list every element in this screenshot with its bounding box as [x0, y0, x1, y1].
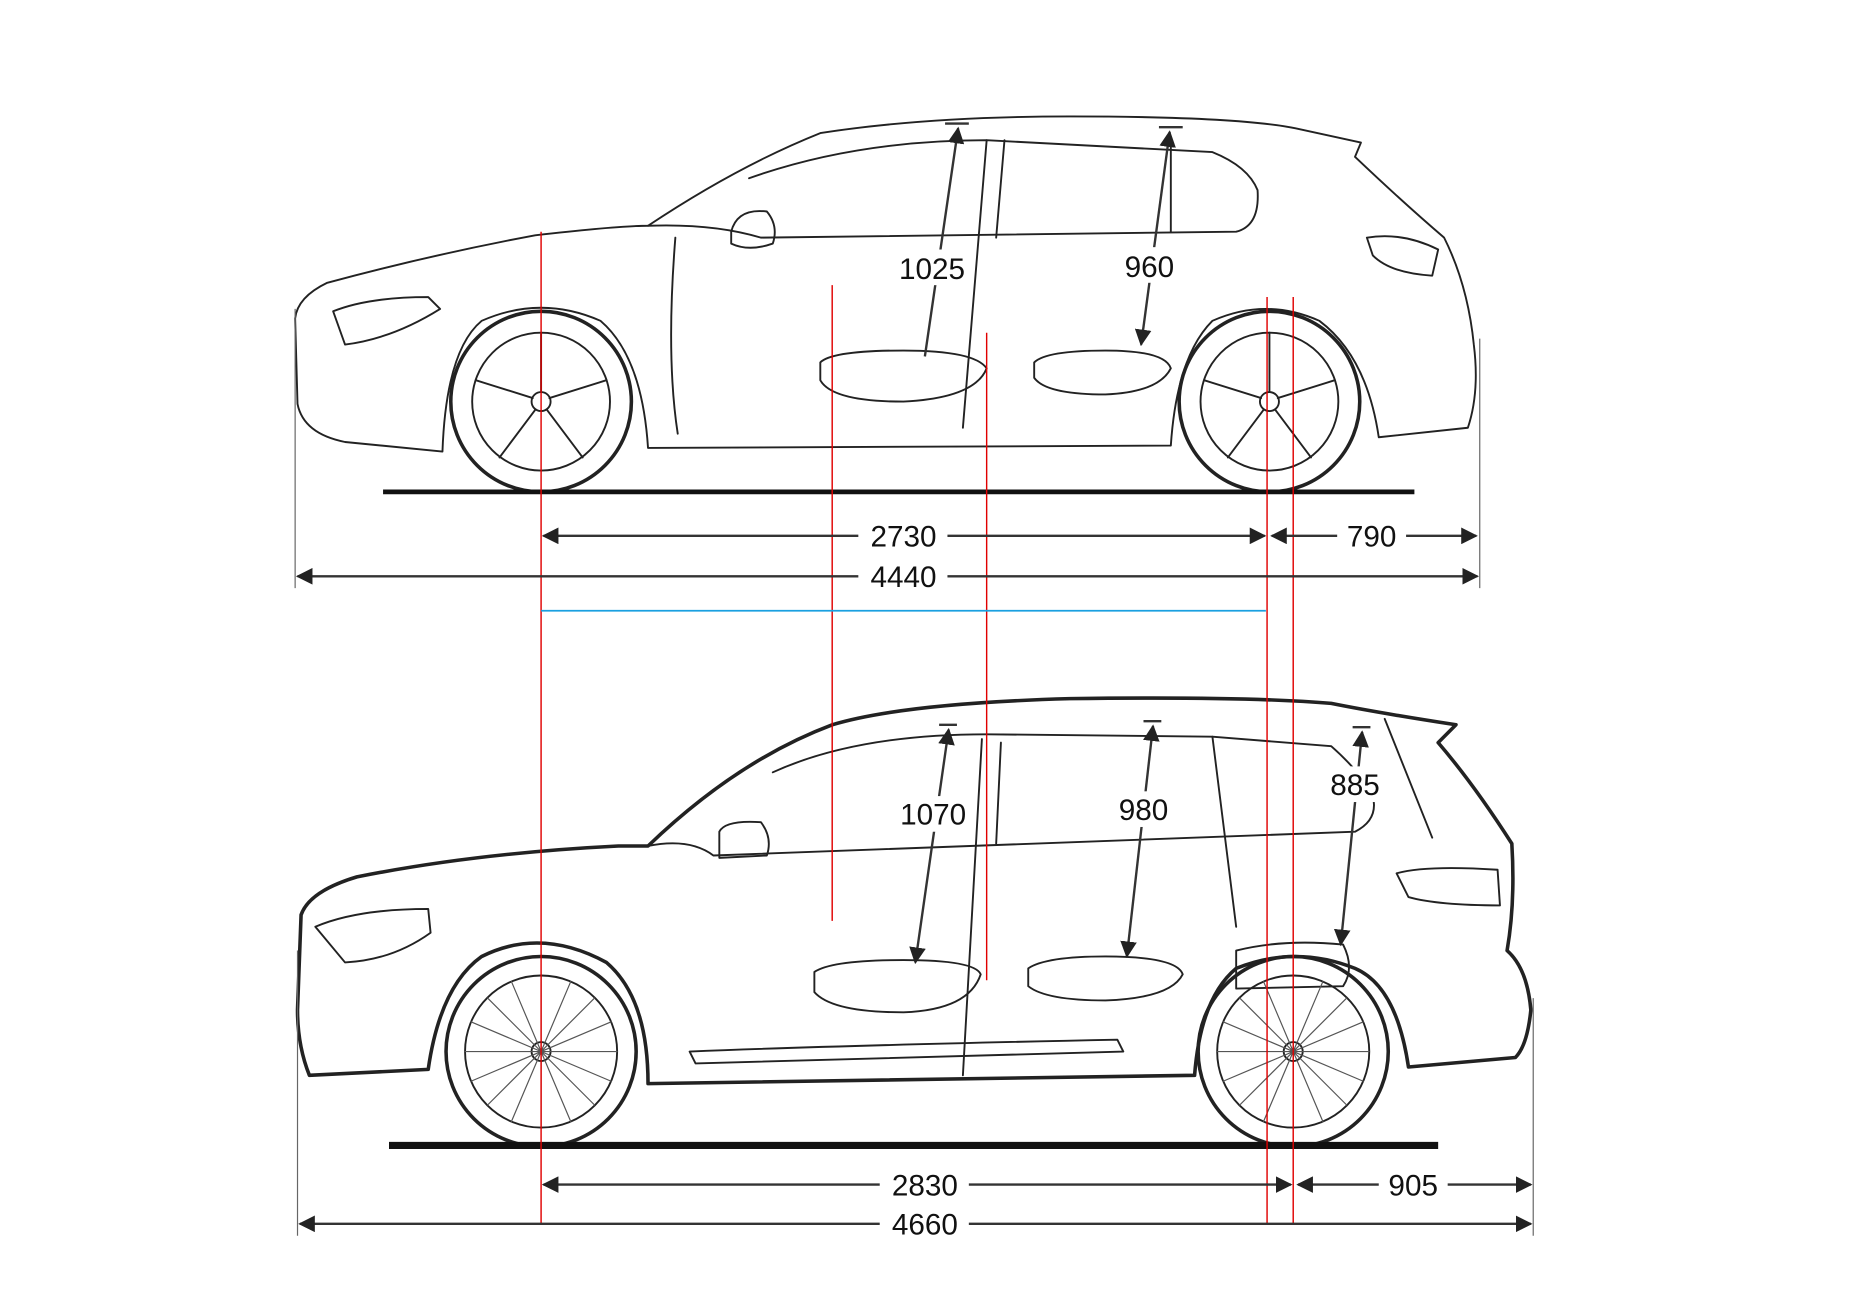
hatchback-rear-wheel [1177, 309, 1362, 494]
dimension-lines [295, 527, 1533, 1233]
reference-lines [540, 231, 1294, 1224]
hatchback-body-outline [294, 115, 1477, 453]
bottom-headroom-second-row-label: 980 [1119, 794, 1169, 827]
suv-side-view [295, 696, 1533, 1149]
top-wheelbase-label: 2730 [870, 521, 936, 554]
top-length-label: 4440 [870, 561, 936, 594]
bottom-rear-overhang-label: 905 [1388, 1169, 1438, 1202]
top-rear-overhang-label: 790 [1347, 521, 1397, 554]
top-headroom-front-label: 1025 [899, 253, 965, 286]
bottom-headroom-front-label: 1070 [900, 799, 966, 832]
hatchback-side-view [294, 115, 1477, 495]
top-headroom-rear-label: 960 [1125, 251, 1175, 284]
extension-lines [294, 308, 1534, 1236]
bottom-headroom-third-row-label: 885 [1330, 769, 1380, 802]
bottom-length-label: 4660 [892, 1209, 958, 1242]
suv-body-outline [295, 696, 1533, 1086]
bottom-wheelbase-label: 2830 [892, 1169, 958, 1202]
dimension-labels: 1025 960 2730 790 4440 1070 980 885 2830… [858, 247, 1448, 1242]
